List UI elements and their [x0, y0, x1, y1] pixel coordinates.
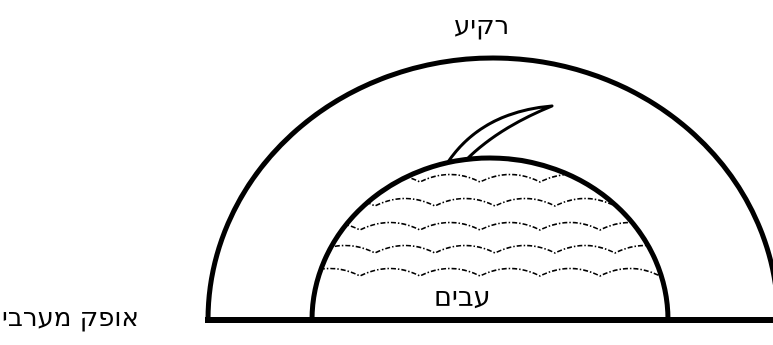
- cloud-waves: [300, 175, 675, 277]
- western-horizon-label: אופק מערבי: [2, 305, 139, 331]
- sky-label: רקיע: [454, 13, 509, 39]
- crescent-horn: [448, 106, 552, 162]
- clouds-label: עבים: [434, 284, 490, 311]
